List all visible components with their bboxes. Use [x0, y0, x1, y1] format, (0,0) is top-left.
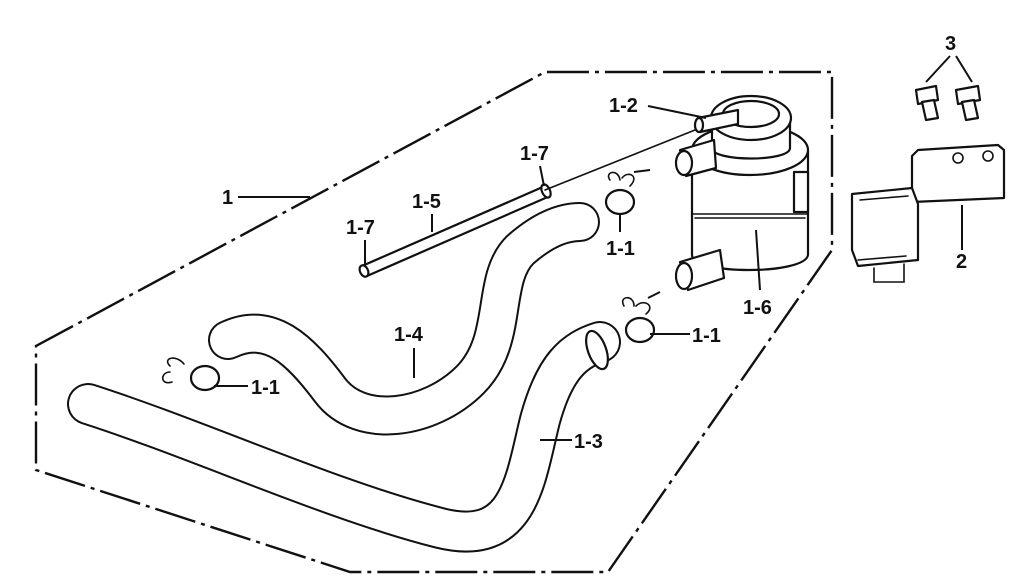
label-part-1-5: 1-5 — [412, 191, 441, 213]
clamp-1-1-left — [161, 357, 221, 392]
label-part-2: 2 — [956, 251, 967, 273]
filter-1-6 — [674, 94, 810, 292]
label-part-1-4: 1-4 — [394, 324, 424, 346]
label-part-1-1-mid: 1-1 — [692, 325, 721, 347]
hose-1-4 — [208, 202, 600, 436]
label-part-1-6: 1-6 — [743, 297, 772, 319]
tube-1-5 — [358, 127, 701, 278]
label-part-3: 3 — [945, 33, 956, 55]
assembly-outline — [34, 70, 834, 574]
clamp-1-1-upper — [604, 171, 636, 216]
bracket-2 — [850, 143, 1006, 283]
label-part-1-7-left: 1-7 — [346, 217, 375, 239]
label-part-1-2: 1-2 — [609, 95, 638, 117]
clamp-1-1-mid — [621, 296, 656, 344]
bolt-3-left — [914, 84, 940, 122]
bolt-3-right — [954, 84, 982, 122]
label-part-1-1-left: 1-1 — [251, 377, 280, 399]
label-part-1: 1 — [222, 187, 233, 209]
label-part-1-3: 1-3 — [574, 431, 603, 453]
leader-lines — [214, 55, 973, 441]
label-part-1-7-top: 1-7 — [520, 143, 549, 165]
hose-1-3 — [67, 321, 621, 553]
label-part-1-1-upper: 1-1 — [606, 238, 635, 260]
